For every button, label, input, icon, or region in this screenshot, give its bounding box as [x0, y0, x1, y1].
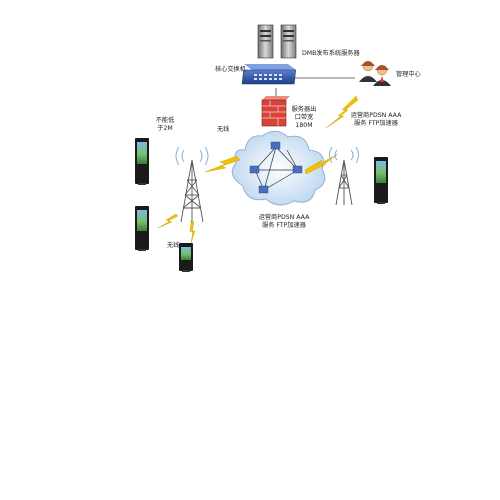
operator-center-line1: 运营商PDSN AAA [258, 214, 310, 221]
wireless-top-label: 无线 [217, 126, 230, 133]
core-switch-icon [241, 64, 296, 85]
firewall-icon [261, 96, 290, 127]
dmb-servers-label: DMB发布系统服务器 [302, 50, 360, 57]
server-egress-label: 服务器出 口带宽 180M [290, 106, 318, 129]
right-tower-signal-icon [329, 146, 359, 164]
kiosk-icon [179, 243, 193, 272]
dmb-server-icon [257, 24, 297, 59]
kiosk-icon [374, 157, 388, 204]
left-cell-tower-icon [180, 159, 204, 223]
right-cell-tower-icon [335, 159, 353, 206]
operator-center-line2: 服务 FTP加速器 [262, 221, 306, 229]
kiosk-icon [135, 206, 149, 251]
not-less-line2: 于2M [157, 124, 173, 132]
operator-right-line2: 服务 FTP加速器 [354, 119, 398, 127]
core-switch-label: 核心交换机 [215, 66, 246, 73]
wireless-bottom-label: 无线 [167, 242, 180, 249]
management-people-icon [359, 60, 391, 86]
operator-cloud-icon [231, 130, 326, 206]
server-egress-line1: 服务器出 [291, 106, 317, 113]
operator-right-label: 运营商PDSN AAA 服务 FTP加速器 [344, 112, 408, 128]
not-less-line1: 不能低 [155, 117, 175, 124]
operator-center-label: 运营商PDSN AAA 服务 FTP加速器 [252, 214, 316, 230]
left-tower-signal-icon [175, 146, 209, 166]
not-less-label: 不能低 于2M [152, 117, 178, 133]
server-egress-line3: 180M [295, 121, 313, 129]
kiosk-icon [135, 138, 149, 185]
server-egress-line2: 口带宽 [294, 113, 314, 121]
management-center-label: 管理中心 [396, 71, 421, 78]
operator-right-line1: 运营商PDSN AAA [350, 112, 402, 119]
